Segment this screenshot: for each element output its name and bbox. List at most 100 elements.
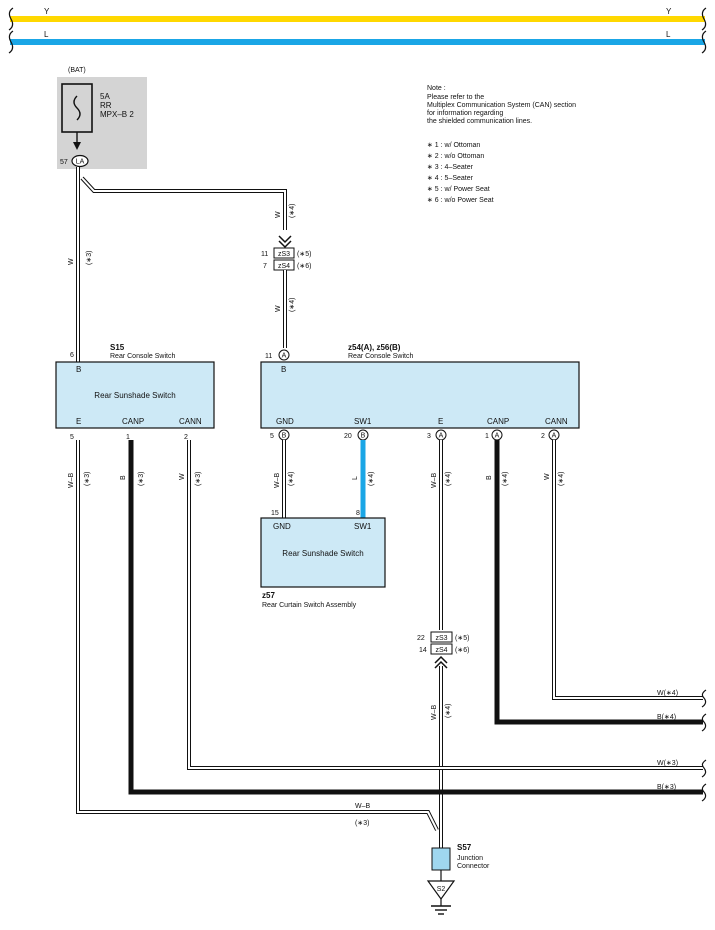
break-icon <box>701 759 707 778</box>
bus-l-label-left: L <box>44 30 49 39</box>
legend-item: ∗ 3 : 4–Seater <box>427 164 474 171</box>
z57-gnd-label: GND <box>273 522 291 531</box>
break-icon <box>701 713 707 732</box>
wire-label-wb: W–B <box>68 473 75 489</box>
splice-connector: zS3 <box>278 251 290 258</box>
bus-y-line <box>10 16 705 22</box>
legend-item: ∗ 6 : w/o Power Seat <box>427 197 494 204</box>
z57-sw1-pin: 8 <box>356 510 360 517</box>
right-exit-label: B(∗4) <box>657 714 676 721</box>
note-block: Note : Please refer to the Multiplex Com… <box>427 85 576 204</box>
z54-e-wire: W–B (∗4) <box>431 440 452 630</box>
z54-conn: A <box>552 433 557 440</box>
fuse-connector-label: LA <box>76 159 85 166</box>
fuse-name-line1: RR <box>100 101 112 110</box>
w-wire-z54-cann <box>552 440 703 700</box>
splice-pin: 11 <box>261 251 268 258</box>
splice-note: (∗5) <box>455 635 469 642</box>
z57-box <box>260 517 386 588</box>
fuse-block: (BAT) 5A RR MPX–B 2 57 LA <box>57 67 147 169</box>
legend-item: ∗ 1 : w/ Ottoman <box>427 142 480 149</box>
wire-label-note4: (∗4) <box>289 298 296 312</box>
s15-title: Rear Sunshade Switch <box>94 391 175 400</box>
fuse-rating: 5A <box>100 92 110 101</box>
splice-pin: 7 <box>263 263 267 270</box>
splice-connector: zS3 <box>435 635 447 642</box>
wire-label-w: W <box>544 473 551 480</box>
splice-box <box>430 643 453 655</box>
legend-item: ∗ 2 : w/o Ottoman <box>427 153 484 160</box>
s15-box <box>55 361 215 429</box>
z54-terminal-gnd: GND <box>276 417 294 426</box>
z57-link-wires: W–B (∗4) L (∗4) <box>274 440 375 518</box>
wire-label-note3: (∗3) <box>138 472 145 486</box>
s15-wires: W (∗3) B (∗3) W(∗3) B(∗3) W–B (∗3) W–B (… <box>68 440 703 831</box>
wire-label-wb: W–B <box>274 473 281 489</box>
break-icon <box>701 783 707 802</box>
splice-note: (∗6) <box>455 647 469 654</box>
fuse-connector-oval <box>71 154 89 168</box>
fuse-arrow-icon <box>73 142 81 150</box>
s15-terminal-canp: CANP <box>122 417 144 426</box>
wire-label-note3: (∗3) <box>84 472 91 486</box>
s15-b-pin: 6 <box>70 352 74 359</box>
wire-label-note4: (∗4) <box>288 472 295 486</box>
z54-terminal-cann: CANN <box>545 417 568 426</box>
splice-box <box>273 247 295 259</box>
fuse-pin-number: 57 <box>60 159 68 166</box>
break-icon <box>701 689 707 708</box>
bus-y-label-right: Y <box>666 7 672 16</box>
s15-code: S15 <box>110 343 125 352</box>
splice-box <box>430 631 453 643</box>
z54-b-conn-circle <box>278 349 290 361</box>
z57-title: Rear Sunshade Switch <box>282 549 363 558</box>
w-wire-branch <box>80 176 287 230</box>
b-wire-s15-canp <box>128 440 703 795</box>
s15-pin: 5 <box>70 434 74 441</box>
s15-terminal-cann: CANN <box>179 417 202 426</box>
s15-terminal-e: E <box>76 417 81 426</box>
z54-conn: B <box>282 433 287 440</box>
note-line: the shielded communication lines. <box>427 118 532 125</box>
bus-y-label-left: Y <box>44 7 50 16</box>
right-exit-label: W(∗3) <box>657 760 678 767</box>
wire-label-wb: W–B <box>431 473 438 489</box>
lower-splice: 22 zS3 (∗5) 14 zS4 (∗6) W–B (∗4) <box>417 631 469 848</box>
splice-note: (∗6) <box>297 263 311 270</box>
junction-name-line1: Junction <box>457 855 483 862</box>
z57-name: Rear Curtain Switch Assembly <box>262 602 357 609</box>
junction-box <box>431 847 451 871</box>
z54-can-wires: W (∗4) B (∗4) W(∗4) B(∗4) <box>486 440 703 725</box>
wire-label-w: W <box>275 305 282 312</box>
bus-l-line <box>10 39 705 45</box>
note-line: Please refer to the <box>427 94 484 101</box>
right-exit-label: W(∗4) <box>657 690 678 697</box>
bottom-run-note: (∗3) <box>355 820 369 827</box>
z57-code: z57 <box>262 591 275 600</box>
z54-terminal-sw1: SW1 <box>354 417 372 426</box>
z54-box <box>260 361 580 429</box>
wire-label-note3: (∗3) <box>86 251 93 265</box>
z54-pin: 1 <box>485 433 489 440</box>
z54-terminal-e: E <box>438 417 443 426</box>
wire-label-note4: (∗4) <box>445 704 452 718</box>
s15-name: Rear Console Switch <box>110 353 175 360</box>
z54-module: z54(A), z56(B) Rear Console Switch 11 A … <box>260 343 580 441</box>
bus-y-right-break <box>701 7 707 31</box>
s15-pin: 1 <box>126 434 130 441</box>
z54-pin: 5 <box>270 433 274 440</box>
legend-item: ∗ 5 : w/ Power Seat <box>427 186 490 193</box>
wire-label-wb: W–B <box>431 705 438 721</box>
wb-wire-s15-e-core <box>77 440 438 831</box>
b-wire-z54-canp <box>494 440 703 725</box>
fuse-feed-wires: W (∗3) W (∗4) <box>68 167 296 362</box>
fuse-background <box>57 77 147 169</box>
splice-pin: 14 <box>419 647 427 654</box>
z54-pin: 20 <box>344 433 352 440</box>
fuse-bat-label: (BAT) <box>68 67 86 74</box>
wire-label-note4: (∗4) <box>445 472 452 486</box>
z54-b-conn: A <box>282 353 287 360</box>
upper-splice: 11 zS3 (∗5) 7 zS4 (∗6) W (∗4) <box>261 247 311 348</box>
connector-chevron-icon <box>278 235 292 249</box>
